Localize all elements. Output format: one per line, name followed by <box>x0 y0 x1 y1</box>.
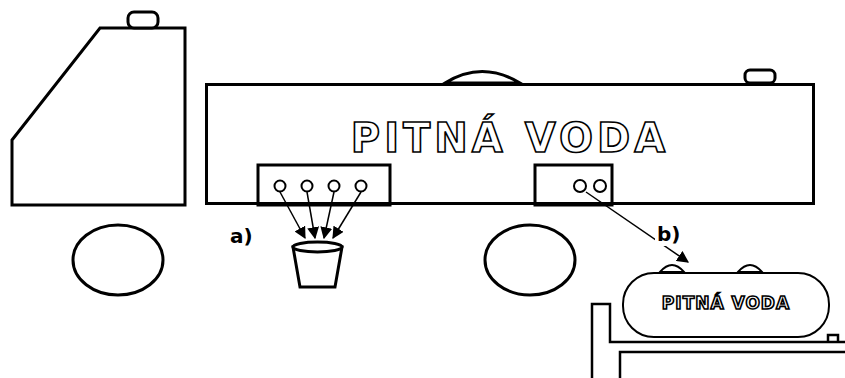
tank-stand <box>592 304 845 378</box>
tank-body: PITNÁ VODA <box>205 83 815 205</box>
water-tank: PITNÁ VODA <box>622 272 830 338</box>
tank-lettering: PITNÁ VODA <box>351 116 669 160</box>
tank-cap <box>745 70 775 83</box>
tap-panel <box>535 165 612 205</box>
cab-cap <box>128 12 158 28</box>
tap <box>329 181 340 192</box>
tank-cap <box>738 265 762 272</box>
tank-cap <box>660 265 684 272</box>
tap <box>302 181 313 192</box>
flow-arrow <box>307 192 315 238</box>
wheel <box>73 225 163 295</box>
tank-stand <box>620 352 845 378</box>
tank-lettering: PITNÁ VODA <box>662 294 790 313</box>
callout-letter: b) <box>655 222 682 246</box>
bucket-rim <box>293 242 342 252</box>
tap <box>275 181 286 192</box>
tap-panel <box>258 165 390 205</box>
callout-letter: a) <box>228 224 255 248</box>
wheel <box>485 225 575 295</box>
tap <box>356 181 367 192</box>
tap <box>594 180 606 192</box>
tank-cap <box>445 72 520 84</box>
stand-bracket <box>828 335 838 342</box>
tap <box>574 180 586 192</box>
flow-arrow <box>280 192 305 238</box>
truck-cab <box>12 28 185 205</box>
flow-arrow <box>324 192 334 238</box>
flow-arrow <box>333 192 361 238</box>
